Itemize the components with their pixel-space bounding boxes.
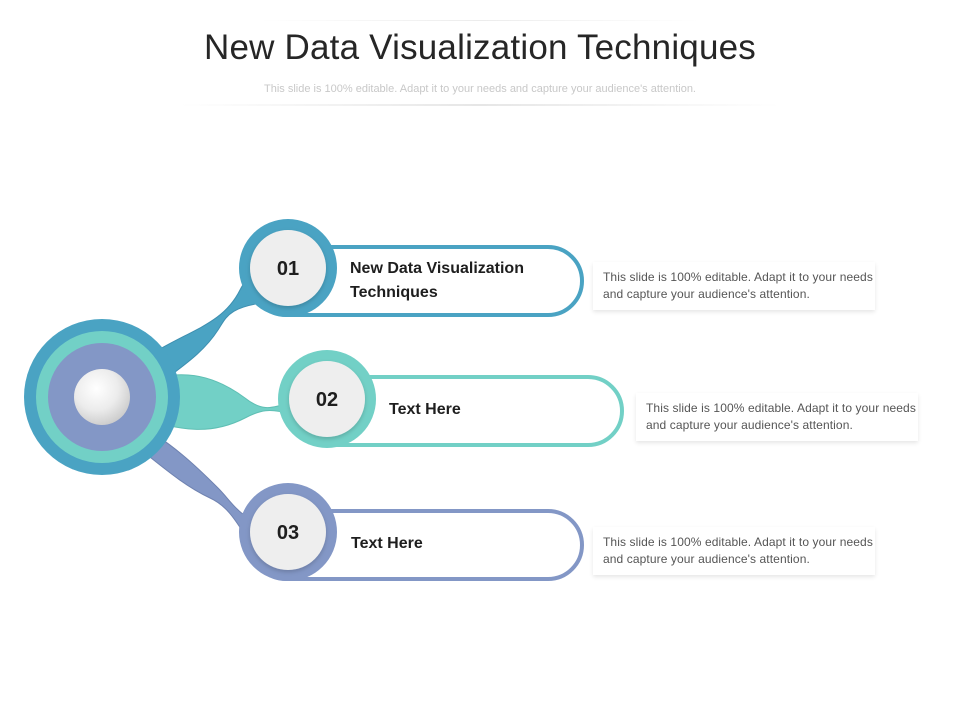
item-3-title: Text Here: [351, 535, 423, 552]
item-1-description: This slide is 100% editable. Adapt it to…: [593, 262, 875, 310]
page-title: New Data Visualization Techniques: [203, 28, 757, 67]
header-top-rule: [260, 20, 700, 21]
item-3-badge: [250, 494, 326, 570]
header-bottom-rule: [180, 104, 780, 106]
item-1-number: 01: [277, 258, 299, 280]
hub-core: [74, 369, 130, 425]
item-3-number: 03: [277, 522, 299, 544]
item-1-title: New Data Visualization Techniques: [350, 260, 524, 301]
item-2-badge: [289, 361, 365, 437]
item-2-title: Text Here: [389, 401, 461, 418]
page-subtitle: This slide is 100% editable. Adapt it to…: [264, 83, 696, 95]
item-2-description: This slide is 100% editable. Adapt it to…: [636, 393, 918, 441]
item-2-number: 02: [316, 389, 338, 411]
item-1-badge: [250, 230, 326, 306]
item-3-description: This slide is 100% editable. Adapt it to…: [593, 527, 875, 575]
